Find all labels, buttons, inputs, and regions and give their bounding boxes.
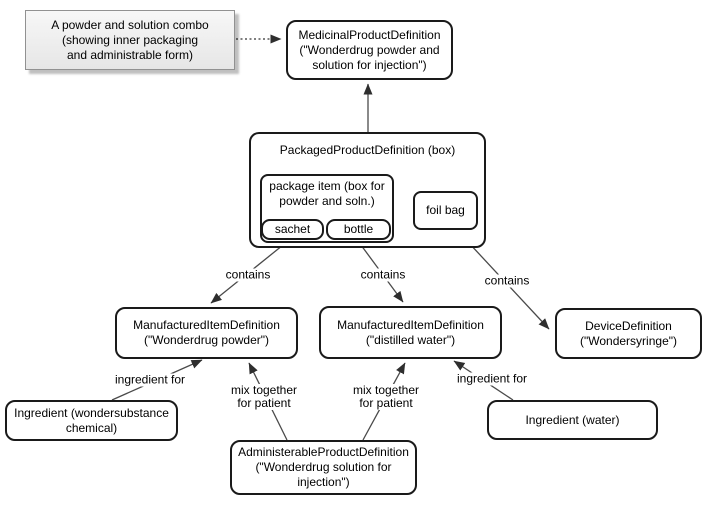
- node-packaged-product-definition: PackagedProductDefinition (box) package …: [249, 132, 486, 248]
- edge-label-mix-together-powder: mix together for patient: [228, 383, 300, 410]
- node-package-item: package item (box for powder and soln.): [260, 174, 394, 243]
- edge-label-ingredient-for-chemical: ingredient for: [112, 372, 188, 387]
- node-ingredient-water: Ingredient (water): [487, 400, 658, 440]
- edge-label-contains-device: contains: [482, 273, 532, 288]
- edge-label-ingredient-for-water: ingredient for: [454, 371, 530, 386]
- node-medicinal-product-definition: MedicinalProductDefinition ("Wonderdrug …: [286, 20, 453, 80]
- node-manufactured-item-water: ManufacturedItemDefinition ("distilled w…: [319, 306, 502, 359]
- note-callout: A powder and solution combo (showing inn…: [25, 10, 235, 70]
- node-sachet: sachet: [261, 219, 324, 240]
- node-ingredient-chemical: Ingredient (wondersubstance chemical): [5, 400, 178, 441]
- node-bottle: bottle: [326, 219, 391, 240]
- packaged-product-title: PackagedProductDefinition (box): [279, 143, 456, 157]
- node-manufactured-item-powder: ManufacturedItemDefinition ("Wonderdrug …: [115, 307, 298, 359]
- node-device-definition: DeviceDefinition ("Wondersyringe"): [555, 308, 702, 359]
- node-foil-bag: foil bag: [413, 191, 478, 230]
- edge-label-mix-together-water: mix together for patient: [350, 383, 422, 410]
- edge-label-contains-powder: contains: [223, 267, 273, 282]
- edge-label-contains-water: contains: [358, 267, 408, 282]
- node-administerable-product-definition: AdministerableProductDefinition ("Wonder…: [230, 440, 417, 495]
